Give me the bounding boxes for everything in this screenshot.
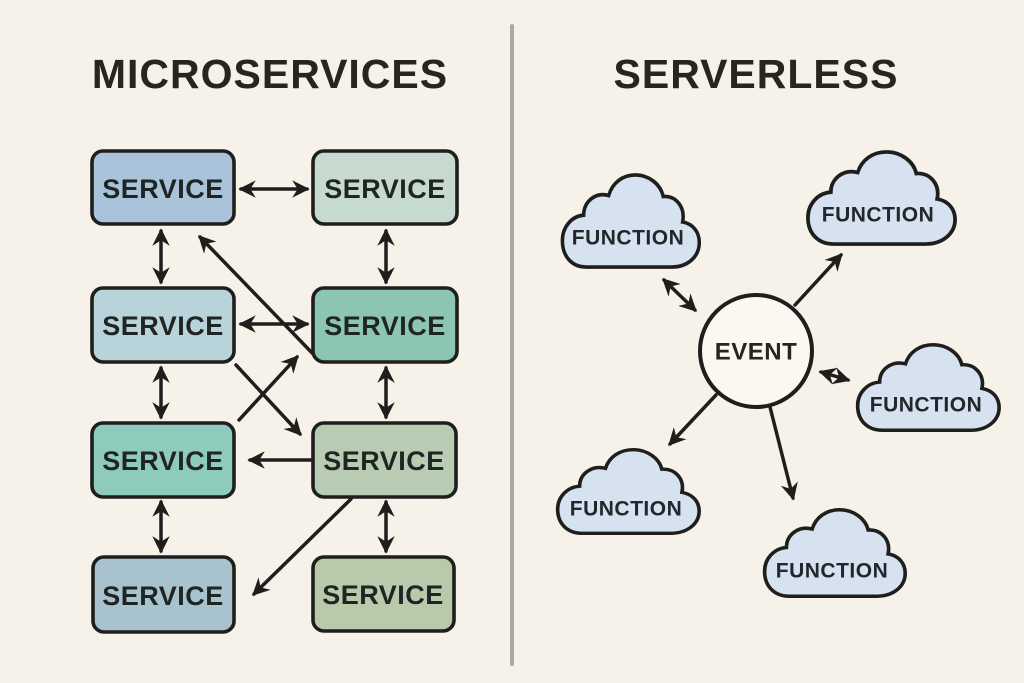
arrow-event-function-right	[818, 367, 851, 385]
arrow-service5-service4-diagonal	[237, 355, 299, 422]
arrow-event-function-top-left	[662, 278, 697, 312]
function-label-top-left: FUNCTION	[572, 227, 685, 250]
function-cloud-bottom-left	[555, 447, 701, 536]
service-box-7	[91, 555, 236, 634]
service-label-4: SERVICE	[324, 311, 446, 341]
service-label-1: SERVICE	[102, 174, 224, 204]
arrow-service3-service6-diagonal	[234, 363, 302, 436]
serverless-arrows	[662, 253, 851, 501]
function-cloud-bottom-right	[762, 507, 908, 599]
service-label-7: SERVICE	[102, 581, 224, 611]
service-box-3	[90, 286, 236, 364]
arrow-event-function-bottom-right	[768, 405, 798, 501]
function-label-right: FUNCTION	[870, 394, 983, 417]
service-label-6: SERVICE	[323, 446, 445, 476]
serverless-nodes: FUNCTION FUNCTION FUNCTION FUNCTION FUNC…	[555, 150, 1001, 599]
arrow-event-function-bottom-left	[668, 393, 718, 446]
service-label-8: SERVICE	[322, 580, 444, 610]
service-box-2	[311, 149, 459, 226]
arrow-service4-service1-diagonal	[198, 235, 319, 360]
left-panel-title: MICROSERVICES	[92, 51, 448, 97]
function-label-bottom-right: FUNCTION	[776, 560, 889, 583]
function-cloud-top-left	[560, 173, 702, 269]
service-label-5: SERVICE	[102, 446, 224, 476]
service-box-8	[311, 555, 456, 633]
arrow-event-function-top-right	[793, 253, 843, 307]
event-label: EVENT	[715, 339, 798, 366]
function-cloud-right	[855, 342, 1001, 433]
right-panel-title: SERVERLESS	[614, 51, 899, 97]
service-label-3: SERVICE	[102, 311, 224, 341]
microservices-arrows	[152, 180, 395, 596]
service-box-5	[90, 421, 236, 499]
service-box-4	[311, 286, 459, 364]
function-cloud-top-right	[806, 150, 957, 246]
event-circle	[698, 293, 814, 409]
function-label-bottom-left: FUNCTION	[570, 498, 683, 521]
service-label-2: SERVICE	[324, 174, 446, 204]
service-box-6	[311, 421, 458, 499]
service-box-1	[90, 149, 236, 226]
function-label-top-right: FUNCTION	[822, 204, 935, 227]
microservices-boxes: SERVICE SERVICE SERVICE SERVICE SERVICE …	[90, 149, 459, 634]
arrow-service6-service7-diagonal	[252, 497, 353, 596]
